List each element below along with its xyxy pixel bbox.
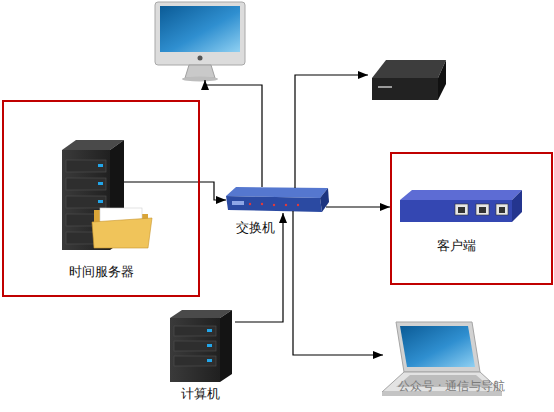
network-device-icon <box>438 60 446 100</box>
server-icon <box>66 178 106 190</box>
network-device-icon <box>378 86 392 88</box>
server-icon <box>66 160 106 172</box>
client-device-icon <box>458 207 465 213</box>
network-wire <box>205 80 262 187</box>
folder-icon <box>92 218 152 248</box>
node-label: 计算机 <box>165 386 235 402</box>
client-device-icon <box>512 190 522 222</box>
computer-icon <box>207 329 212 332</box>
node-label: 时间服务器 <box>4 264 198 280</box>
switch-icon <box>297 204 299 206</box>
server-icon <box>98 182 103 185</box>
switch-icon <box>285 204 287 206</box>
client-device-icon <box>455 204 468 215</box>
computer-icon <box>174 326 216 336</box>
client-device-icon <box>476 204 489 215</box>
switch-icon <box>249 203 251 205</box>
laptop-icon <box>396 322 480 372</box>
network-device-icon <box>372 78 438 100</box>
client-device-icon <box>400 190 522 222</box>
server-icon <box>66 196 106 208</box>
monitor-icon <box>182 77 218 82</box>
laptop-icon <box>400 326 475 367</box>
network-device-icon <box>372 60 446 100</box>
computer-icon <box>207 344 212 347</box>
computer-icon <box>170 318 220 382</box>
node-label: 客户端 <box>392 238 520 254</box>
group-box: 时间服务器 <box>2 100 200 297</box>
computer-icon <box>170 310 232 382</box>
switch-icon <box>261 203 263 205</box>
switch-icon <box>226 187 329 212</box>
monitor-icon <box>155 2 245 82</box>
connector-arrow <box>326 206 390 207</box>
monitor-icon <box>198 56 203 61</box>
switch-icon <box>232 201 244 205</box>
network-wire <box>295 75 368 188</box>
client-device-icon <box>400 200 512 222</box>
network-device-icon <box>372 60 446 78</box>
connector-arrow <box>200 182 226 200</box>
network-wire <box>124 181 200 182</box>
client-device-icon <box>400 190 522 200</box>
switch-node: 交换机 <box>226 187 326 213</box>
network-wire <box>124 75 383 355</box>
computer-icon <box>174 356 216 366</box>
server-icon <box>98 164 103 167</box>
client-device-icon <box>499 207 505 213</box>
switch-icon <box>226 196 322 212</box>
monitor-icon <box>155 2 245 65</box>
watermark: 公众号 · 通信与导航 <box>398 378 505 395</box>
group-box: 客户端 <box>390 152 553 285</box>
node-label: 交换机 <box>232 220 278 236</box>
computer-icon <box>220 310 232 382</box>
monitor-icon <box>185 65 215 78</box>
computer-node: 计算机 <box>165 308 235 402</box>
folder-icon <box>92 208 152 248</box>
monitor-icon <box>160 6 240 52</box>
computer-icon <box>207 359 212 362</box>
switch-icon <box>273 204 275 206</box>
computer-icon <box>174 341 216 351</box>
server-icon <box>98 200 103 203</box>
client-device-icon <box>479 207 486 213</box>
client-device-icon <box>496 204 508 215</box>
network-wire <box>293 211 383 355</box>
connector-arrow <box>235 213 283 322</box>
switch-icon <box>320 188 329 212</box>
